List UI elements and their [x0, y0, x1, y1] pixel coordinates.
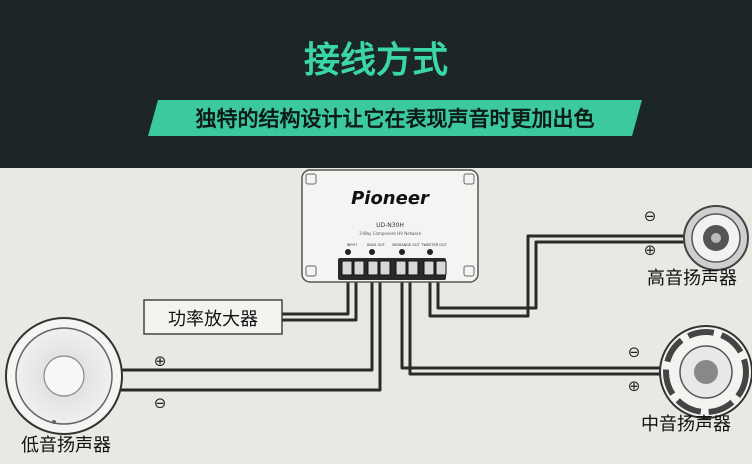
- input-plus-dot: [345, 249, 351, 255]
- page-title: 接线方式: [304, 40, 448, 81]
- terminal-3: [367, 260, 379, 276]
- mount-hole-tr: [463, 173, 475, 185]
- header-background: [0, 0, 752, 168]
- tweeter-center: [711, 233, 721, 243]
- terminal-5: [395, 260, 407, 276]
- tweeter-label: 高音扬声器: [647, 268, 737, 289]
- mount-hole-tl: [305, 173, 317, 185]
- brand-logo: Pioneer: [351, 188, 430, 209]
- port-label-mid: MIDRANGE OUT: [392, 243, 420, 247]
- port-label-tweeter: TWEETER OUT: [420, 243, 447, 247]
- amplifier-box: [143, 299, 283, 335]
- tweeter-speaker: [683, 205, 749, 271]
- woofer-dust-cap: [43, 355, 85, 397]
- bass-plus-dot: [369, 249, 375, 255]
- woofer-terminal: [52, 420, 56, 424]
- crossover-device: Pioneer UD-N30H 3-Way Component HV Netwo…: [301, 169, 479, 283]
- midrange-speaker: [659, 325, 752, 419]
- model-label: UD-N30H: [376, 222, 404, 229]
- midrange-minus-symbol: ⊖: [628, 343, 641, 361]
- midrange-label: 中音扬声器: [641, 414, 731, 435]
- midrange-plus-symbol: ⊕: [628, 377, 641, 395]
- wire-mid-minus: [408, 278, 664, 376]
- terminal-4: [379, 260, 391, 276]
- terminal-8: [435, 260, 447, 276]
- woofer-label: 低音扬声器: [21, 435, 111, 456]
- wire-woofer-plus: [120, 278, 374, 372]
- woofer-minus-symbol: ⊖: [154, 394, 167, 412]
- tweeter-minus-symbol: ⊖: [644, 207, 657, 225]
- wires: [120, 234, 690, 392]
- wire-amp-input-2: [282, 278, 358, 322]
- terminal-2: [353, 260, 365, 276]
- subtitle-banner: [148, 100, 642, 136]
- midrange-basket: [663, 329, 749, 415]
- wire-woofer-minus: [120, 278, 382, 392]
- terminal-block: [338, 258, 446, 280]
- woofer-speaker: [5, 317, 123, 435]
- wire-tweet-plus: [436, 240, 690, 310]
- port-label-input: INPUT: [347, 243, 358, 247]
- mid-plus-dot: [399, 249, 405, 255]
- port-label-bass: BASS OUT: [367, 243, 386, 247]
- model-description: 3-Way Component HV Network: [359, 231, 422, 236]
- tweeter-plus-dot: [427, 249, 433, 255]
- wire-tweet-minus: [428, 234, 690, 318]
- woofer-plus-symbol: ⊕: [154, 352, 167, 370]
- terminal-7: [423, 260, 435, 276]
- terminal-1: [341, 260, 353, 276]
- mount-hole-bl: [305, 265, 317, 277]
- terminal-6: [407, 260, 419, 276]
- midrange-cap: [694, 360, 718, 384]
- wire-amp-input-1: [282, 278, 350, 316]
- mount-hole-br: [463, 265, 475, 277]
- tweeter-plus-symbol: ⊕: [644, 241, 657, 259]
- wire-mid-plus: [400, 278, 664, 370]
- subtitle-text: 独特的结构设计让它在表现声音时更加出色: [196, 107, 595, 131]
- amplifier-label: 功率放大器: [168, 309, 258, 330]
